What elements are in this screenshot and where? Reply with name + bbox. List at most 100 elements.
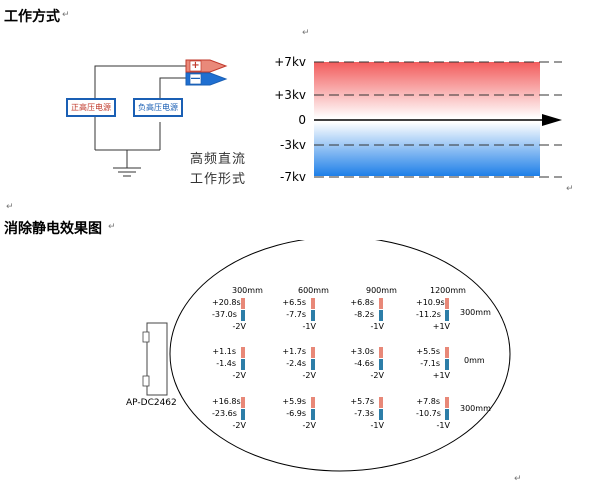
arrow-icon [542,114,562,126]
negative-decay-time: -37.0s [212,310,237,319]
coverage-ellipse [169,240,511,472]
negative-bar [445,359,449,370]
negative-decay-time: -6.9s [286,409,306,418]
effect-diagram [142,240,511,472]
measurement-cell: +5.7s -7.3s -1V [350,397,398,433]
positive-decay-time: +5.9s [282,397,306,406]
level-label: -3kv [279,138,306,152]
offset-voltage: -2V [232,421,246,430]
caption-line-1: 高频直流 [190,152,247,167]
positive-supply-box: 正高压电源 [66,98,116,117]
negative-bar [379,359,383,370]
positive-decay-time: +5.5s [416,347,440,356]
positive-decay-time: +7.8s [416,397,440,406]
positive-bar [445,347,449,358]
offset-voltage: +1V [432,322,450,331]
level-label: -7kv [279,170,306,184]
measurement-cell: +16.8s -23.6s -2V [212,397,260,433]
offset-voltage: -1V [302,322,316,331]
positive-band [314,62,540,118]
positive-bar [445,298,449,309]
device-label: AP-DC2462 [126,398,177,408]
positive-decay-time: +3.0s [350,347,374,356]
offset-voltage: -2V [302,371,316,380]
paragraph-mark: ↵ [514,474,522,484]
level-label: 0 [298,113,306,127]
negative-decay-time: -1.4s [216,359,236,368]
measurement-cell: +1.1s -1.4s -2V [212,347,260,383]
offset-voltage: -2V [232,322,246,331]
offset-voltage: -1V [436,421,450,430]
positive-decay-time: +1.1s [212,347,236,356]
row-header: 300mm [460,308,491,317]
negative-bar [241,359,245,370]
positive-decay-time: +1.7s [282,347,306,356]
negative-decay-time: -10.7s [416,409,441,418]
level-label: +7kv [274,55,306,69]
negative-bar [311,409,315,420]
negative-decay-time: -23.6s [212,409,237,418]
measurement-cell: +20.8s -37.0s -2V [212,298,260,334]
positive-bar [379,347,383,358]
positive-decay-time: +10.9s [416,298,445,307]
measurement-cell: +1.7s -2.4s -2V [282,347,330,383]
negative-bar [379,409,383,420]
caption-line-2: 工作形式 [190,172,247,187]
positive-bar [379,397,383,408]
positive-bar [379,298,383,309]
negative-bar [311,359,315,370]
paragraph-mark: ↵ [6,202,14,212]
section-title-effect: 消除静电效果图 [4,221,102,237]
positive-bar [445,397,449,408]
offset-voltage: -1V [370,421,384,430]
measurement-cell: +5.9s -6.9s -2V [282,397,330,433]
positive-supply-label: 正高压电源 [71,103,111,112]
paragraph-mark: ↵ [566,184,574,194]
row-header: 300mm [460,404,491,413]
negative-decay-time: -11.2s [416,310,441,319]
positive-bar [241,298,245,309]
positive-decay-time: +6.5s [282,298,306,307]
circuit-diagram [94,59,562,178]
measurement-cell: +6.5s -7.7s -1V [282,298,330,334]
column-header: 900mm [366,286,397,295]
positive-decay-time: +16.8s [212,397,241,406]
offset-voltage: -2V [232,371,246,380]
section-title-mode: 工作方式 [4,9,60,25]
measurement-cell: +10.9s -11.2s +1V [416,298,464,334]
level-label: +3kv [274,88,306,102]
negative-supply-label: 负高压电源 [138,103,178,112]
offset-voltage: +1V [432,371,450,380]
offset-voltage: -1V [370,322,384,331]
measurement-cell: +7.8s -10.7s -1V [416,397,464,433]
measurement-cell: +6.8s -8.2s -1V [350,298,398,334]
measurement-cell: +5.5s -7.1s +1V [416,347,464,383]
negative-bar [445,409,449,420]
negative-decay-time: -7.3s [354,409,374,418]
positive-bar [311,347,315,358]
negative-bar [311,310,315,321]
positive-bar [241,347,245,358]
positive-decay-time: +20.8s [212,298,241,307]
positive-bar [311,298,315,309]
negative-bar [241,310,245,321]
negative-decay-time: -7.7s [286,310,306,319]
positive-bar [241,397,245,408]
plus-sign: + [191,60,200,71]
negative-decay-time: -7.1s [420,359,440,368]
positive-decay-time: +6.8s [350,298,374,307]
offset-voltage: -2V [302,421,316,430]
negative-decay-time: -8.2s [354,310,374,319]
negative-band [314,122,540,176]
negative-decay-time: -2.4s [286,359,306,368]
paragraph-mark: ↵ [62,10,70,20]
negative-bar [241,409,245,420]
negative-supply-box: 负高压电源 [133,98,183,117]
positive-decay-time: +5.7s [350,397,374,406]
paragraph-mark: ↵ [302,28,310,38]
negative-decay-time: -4.6s [354,359,374,368]
row-header: 0mm [464,356,485,365]
negative-bar [445,310,449,321]
device-icon [146,322,168,396]
minus-sign: — [190,73,201,84]
